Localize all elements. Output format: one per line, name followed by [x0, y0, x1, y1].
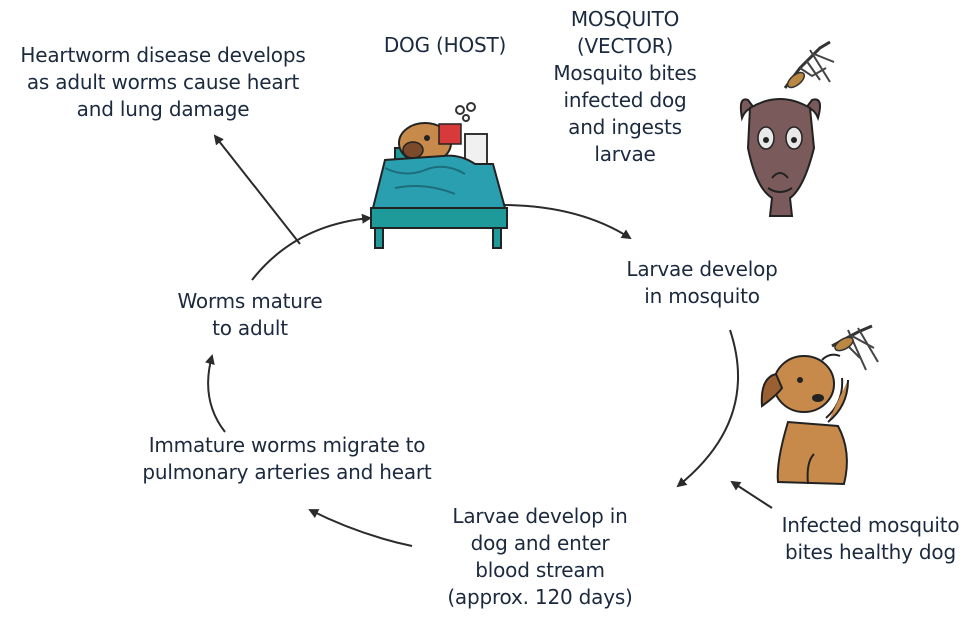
- worms-mature-label: Worms mature to adult: [160, 288, 340, 342]
- arrow-mosquito-to-dog-larvae: [678, 330, 738, 486]
- heartworm-disease-label: Heartworm disease develops as adult worm…: [8, 42, 318, 123]
- arrow-blood-to-immature: [310, 510, 412, 546]
- larvae-in-mosquito-label: Larvae develop in mosquito: [612, 256, 792, 310]
- mosquito-vector-label: MOSQUITO (VECTOR) Mosquito bites infecte…: [540, 6, 710, 168]
- arrow-immature-to-mature: [208, 356, 225, 432]
- arrow-bed-to-larvae-mosquito: [505, 205, 630, 238]
- arrow-mature-to-bed: [252, 218, 370, 280]
- immature-worms-label: Immature worms migrate to pulmonary arte…: [122, 432, 452, 486]
- larvae-in-dog-label: Larvae develop in dog and enter blood st…: [420, 503, 660, 611]
- dog-host-label: DOG (HOST): [370, 32, 520, 59]
- arrow-healthy-dog-label: [732, 482, 772, 508]
- infected-mosquito-label: Infected mosquito bites healthy dog: [768, 512, 973, 566]
- arrow-to-disease: [215, 136, 300, 244]
